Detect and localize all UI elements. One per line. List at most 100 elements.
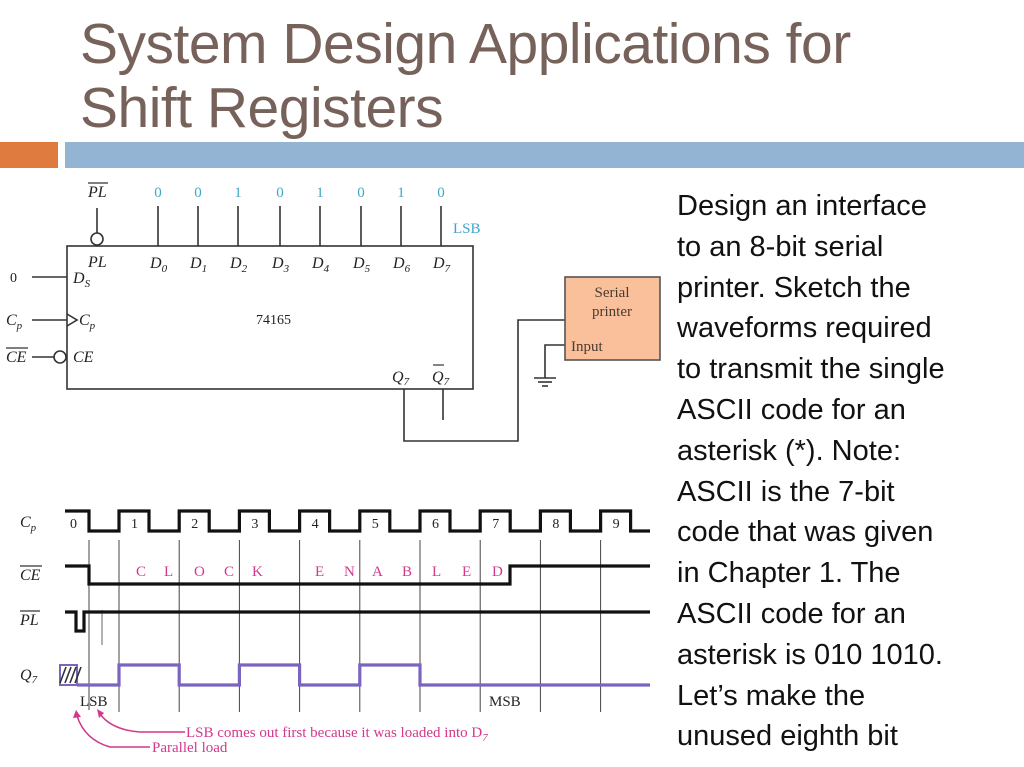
clock-pulse-number: 1	[131, 517, 138, 532]
clock-enabled-letter: L	[432, 564, 441, 580]
printer-label-line1: Serial	[595, 285, 630, 301]
ds-label: DS	[72, 270, 91, 290]
problem-line: Let’s make the	[677, 679, 866, 712]
parallel-arrowhead-icon	[73, 710, 81, 718]
annotation-arrows	[73, 709, 185, 748]
problem-line: ASCII code for an	[677, 393, 906, 426]
problem-line: asterisk is 010 1010.	[677, 638, 943, 671]
clock-pulse-number: 8	[552, 517, 559, 532]
pin-label-d5: D5	[352, 255, 371, 275]
signal-label-pl: PL	[19, 612, 39, 629]
lsb-annotation-text: LSB comes out first because it was loade…	[186, 725, 488, 744]
clock-enabled-letter: O	[194, 564, 205, 580]
pin-label-d0: D0	[149, 255, 168, 275]
problem-line: asterisk (*). Note:	[677, 434, 901, 467]
problem-line: ASCII is the 7-bit	[677, 475, 895, 508]
q7bar-label: Q7	[432, 369, 450, 388]
clock-waveform	[65, 509, 650, 533]
problem-line: ASCII code for an	[677, 597, 906, 630]
clock-enabled-letter: C	[136, 564, 146, 580]
problem-line: Design an interface	[677, 190, 927, 222]
clock-enabled-letter: E	[315, 564, 324, 580]
msb-timing-label: MSB	[489, 694, 521, 710]
q7-hatch-line	[59, 666, 67, 684]
pl-top-label: PL	[87, 184, 107, 201]
q7-to-printer-wire	[403, 319, 565, 442]
data-bit-value-d6: 1	[397, 185, 405, 201]
clock-enabled-letter: A	[372, 564, 383, 580]
q7-hatch-line	[69, 666, 77, 684]
clock-pulse-number: 5	[372, 517, 379, 532]
serial-printer-box	[564, 276, 661, 361]
problem-line: in Chapter 1. The	[677, 557, 901, 590]
ce-waveform	[65, 564, 650, 586]
ds-input-value: 0	[10, 271, 17, 286]
clock-pulse-number: 7	[492, 517, 499, 532]
data-bit-value-d2: 1	[234, 185, 242, 201]
pl-inversion-bubble	[90, 232, 104, 246]
slide-title: System Design Applications for Shift Reg…	[80, 12, 1000, 140]
q7-waveform	[77, 663, 650, 687]
clock-enabled-letter: C	[224, 564, 234, 580]
clock-triangle-icon	[66, 313, 79, 327]
data-bit-value-d5: 0	[357, 185, 365, 201]
clock-pulse-number: 9	[613, 517, 620, 532]
data-bit-value-d1: 0	[194, 185, 202, 201]
clock-enabled-letter: D	[492, 564, 503, 580]
chip-74165	[66, 245, 474, 390]
problem-line: unused eighth bit	[677, 720, 898, 753]
clock-enabled-letter: E	[462, 564, 471, 580]
signal-label-cp: Cp	[20, 514, 37, 534]
problem-line: printer. Sketch the	[677, 271, 911, 304]
clock-pulse-number: 4	[312, 517, 319, 532]
timing-signal-labels: Cp CE PL Q7	[19, 514, 42, 686]
data-bit-value-d3: 0	[276, 185, 284, 201]
lsb-annotation-arrow	[99, 713, 185, 733]
pin-label-d2: D2	[229, 255, 248, 275]
title-line-2: Shift Registers	[80, 76, 444, 140]
ce-outer-label: CE	[6, 349, 27, 366]
problem-line: waveforms required	[677, 312, 932, 345]
clock-enabled-letter: B	[402, 564, 412, 580]
clock-pulse-number: 2	[191, 517, 198, 532]
pl-waveform	[65, 610, 650, 633]
problem-statement: Design an interface to an 8-bit serial pri…	[677, 186, 1017, 757]
problem-line: to transmit the single	[677, 353, 945, 386]
pin-label-d4: D4	[311, 255, 330, 275]
printer-input-label: Input	[571, 339, 603, 355]
signal-label-q7: Q7	[20, 667, 38, 686]
pin-label-d1: D1	[189, 255, 207, 275]
lsb-timing-label: LSB	[80, 694, 108, 710]
clock-enabled-letter: L	[164, 564, 173, 580]
ce-inner-label: CE	[73, 349, 94, 366]
problem-line: code that was given	[677, 516, 934, 549]
pl-inner-label: PL	[87, 254, 107, 271]
accent-bar-orange	[0, 142, 58, 168]
problem-line: to an 8-bit serial	[677, 230, 884, 263]
title-line-1: System Design Applications for	[80, 12, 851, 76]
cp-inner-label: Cp	[79, 312, 96, 332]
clock-pulse-number: 3	[251, 517, 258, 532]
data-bit-value-d7: 0	[437, 185, 445, 201]
clock-pulse-number: 0	[70, 517, 77, 532]
parallel-load-text: Parallel load	[152, 740, 228, 756]
clock-pulse-number: 6	[432, 517, 439, 532]
pin-label-d6: D6	[392, 255, 411, 275]
lsb-circuit-label: LSB	[453, 221, 481, 237]
parallel-load-arrow	[76, 715, 150, 748]
data-bit-value-d4: 1	[316, 185, 324, 201]
chip-label: 74165	[256, 313, 291, 328]
q7-hatch-line	[74, 666, 82, 684]
signal-label-ce: CE	[20, 567, 41, 584]
shift-register-circuit	[32, 208, 661, 442]
ce-inversion-bubble	[53, 350, 67, 364]
cp-outer-label: Cp	[6, 312, 23, 332]
clock-enabled-letter: N	[344, 564, 355, 580]
accent-bar-blue	[65, 142, 1024, 168]
q7-label: Q7	[392, 369, 410, 388]
lsb-arrowhead-icon	[97, 709, 104, 718]
data-bit-value-d0: 0	[154, 185, 162, 201]
